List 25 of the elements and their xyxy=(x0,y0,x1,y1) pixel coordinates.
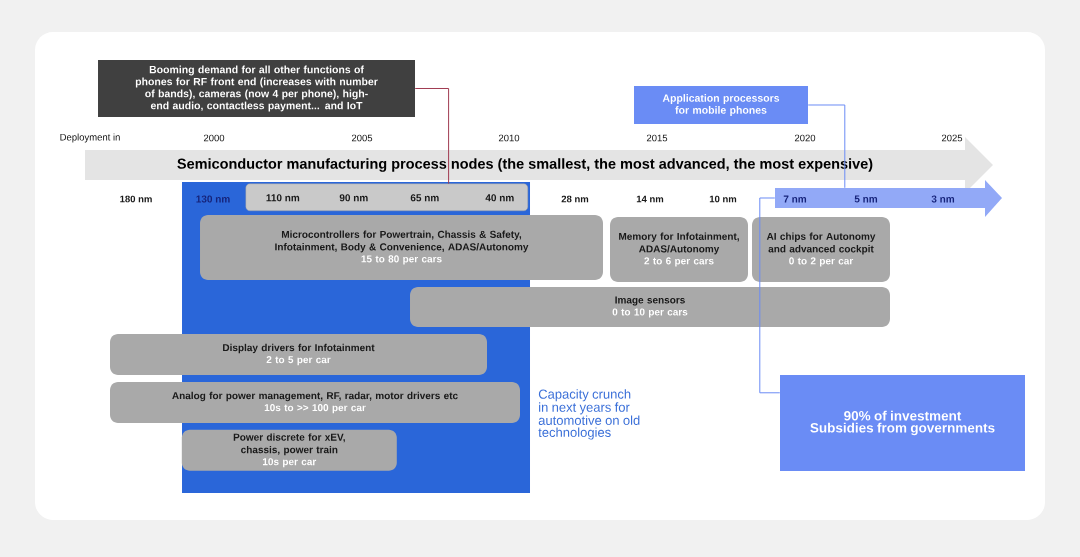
callout-box: Booming demand for all other functions of phones for RF front end (increases with number of bands), cameras (now 4 per phone), high-end audio, contactless payment... and IoT xyxy=(98,60,415,117)
category-box: Power discrete for xEV, chassis, power train 10s per car xyxy=(181,429,397,471)
category-box: Memory for Infotainment, ADAS/Autonomy 2 to 6 per cars xyxy=(610,217,748,282)
node-label: 10 nm xyxy=(709,195,737,203)
advanced-node-band: 7 nm 5 nm 3 nm xyxy=(775,180,1002,217)
node-label: 14 nm xyxy=(636,195,664,203)
note-box: 90% of investment Subsidies from governments xyxy=(780,375,1025,471)
note-text: Capacity crunch in next years for automotive on old technologies xyxy=(538,389,640,440)
year-label: 2010 xyxy=(498,134,520,142)
year-label: 2025 xyxy=(941,134,963,142)
leader-line xyxy=(414,88,450,185)
year-label: 2020 xyxy=(794,134,816,142)
year-label: 2000 xyxy=(203,134,225,142)
callout-box: Application processors for mobile phones xyxy=(634,86,808,124)
year-label: 2015 xyxy=(646,134,668,142)
node-label: 28 nm xyxy=(561,195,589,203)
node-range-box: 110 nm 90 nm 65 nm 40 nm xyxy=(245,183,528,211)
category-box: Display drivers for Infotainment 2 to 5 per car xyxy=(110,334,487,375)
category-box: Analog for power management, RF, radar, motor drivers etc 10s to >> 100 per car xyxy=(110,382,520,423)
category-box: Microcontrollers for Powertrain, Chassis & Safety, Infotainment, Body & Convenience, ADAS/Autonomy 15 to 80 per cars xyxy=(200,215,603,280)
year-label: 2005 xyxy=(351,134,373,142)
leader-line xyxy=(759,197,781,394)
leader-line xyxy=(807,104,846,189)
category-box: AI chips for Autonomy and advanced cockpit 0 to 2 per car xyxy=(752,217,890,282)
category-box: Image sensors 0 to 10 per cars xyxy=(410,287,890,327)
